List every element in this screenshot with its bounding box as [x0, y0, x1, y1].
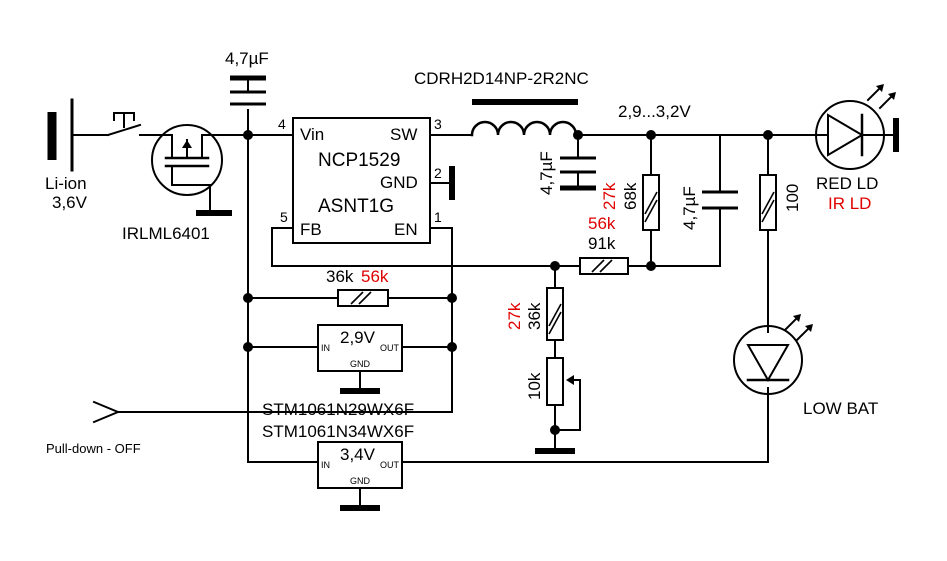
pin-fb-label: FB: [300, 220, 322, 239]
battery-voltage: 3,6V: [52, 193, 88, 212]
pin-sw-label: SW: [390, 125, 417, 144]
low-bat-label: LOW BAT: [803, 399, 878, 418]
mosfet: IRLML6401: [122, 124, 232, 243]
feedback-resistor-series-value: 91k: [588, 234, 616, 253]
low-bat-led: LOW BAT: [733, 314, 878, 418]
feedback-resistor-top-value: 68k: [621, 182, 640, 210]
feedback-resistor-top-alt: 27k: [600, 182, 619, 210]
inductor-part: CDRH2D14NP-2R2NC: [414, 69, 589, 88]
supervisor-29v-out: OUT: [380, 343, 400, 353]
led-resistor-value: 100: [783, 184, 802, 212]
output-capacitor-1: 4,7µF: [537, 151, 596, 195]
pin-en-label: EN: [394, 220, 418, 239]
pin-en-number: 1: [434, 209, 442, 225]
wiring: [81, 109, 896, 463]
pin-sw-number: 3: [434, 116, 442, 132]
laser-label: RED LD: [816, 174, 878, 193]
regulator-part-line1: NCP1529: [318, 150, 400, 171]
pull-down-label: Pull-down - OFF: [46, 441, 141, 456]
output-capacitor-2: 4,7µF: [680, 186, 738, 230]
junctions: [243, 130, 773, 435]
pin-fb-number: 5: [280, 209, 288, 225]
input-capacitor: 4,7µF: [225, 49, 269, 106]
trimmer: 10k: [525, 357, 575, 454]
input-capacitor-value: 4,7µF: [225, 49, 269, 68]
pin-gnd-label: GND: [380, 173, 418, 192]
output-capacitor-2-value: 4,7µF: [680, 186, 699, 230]
supervisor-29v-part: STM1061N29WX6F: [262, 400, 414, 419]
en-resistor: 36k 56k: [326, 267, 389, 307]
battery: Li-ion 3,6V: [45, 98, 88, 212]
regulator-part-line2: ASNT1G: [318, 196, 394, 217]
feedback-resistor-lower-value: 36k: [525, 302, 544, 330]
supervisor-34v-part: STM1061N34WX6F: [262, 422, 414, 441]
pin-vin-label: Vin: [300, 125, 324, 144]
pin-gnd-number: 2: [434, 165, 442, 181]
output-voltage-label: 2,9...3,2V: [618, 102, 691, 121]
pin-vin-number: 4: [278, 116, 286, 132]
supervisor-34v-gnd: GND: [350, 476, 371, 486]
feedback-resistor-top: 68k 27k: [600, 174, 660, 231]
battery-type: Li-ion: [45, 174, 87, 193]
supervisor-29v-gnd: GND: [350, 359, 371, 369]
supervisor-29v: 2,9V IN OUT GND STM1061N29WX6F: [262, 324, 414, 419]
supervisor-34v-in: IN: [321, 460, 330, 470]
feedback-resistor-lower: 36k 27k: [505, 287, 564, 341]
laser-alt-label: IR LD: [828, 194, 871, 213]
supervisor-34v: STM1061N34WX6F 3,4V IN OUT GND: [262, 422, 414, 511]
supervisor-29v-in: IN: [321, 343, 330, 353]
feedback-resistor-lower-alt: 27k: [505, 302, 524, 330]
led-resistor: 100: [759, 174, 802, 231]
trimmer-value: 10k: [525, 372, 544, 400]
feedback-resistor-series: 91k 56k: [579, 214, 629, 275]
pull-down-input: Pull-down - OFF: [46, 400, 141, 456]
mosfet-part: IRLML6401: [122, 224, 210, 243]
output-capacitor-1-value: 4,7µF: [537, 151, 556, 195]
feedback-resistor-series-alt: 56k: [588, 214, 616, 233]
regulator-ic: Vin SW GND FB EN NCP1529 ASNT1G 4 3 2 5 …: [278, 116, 455, 244]
supervisor-34v-threshold: 3,4V: [340, 445, 376, 464]
pushbutton-switch: [106, 112, 142, 137]
supervisor-29v-threshold: 2,9V: [340, 328, 376, 347]
inductor: CDRH2D14NP-2R2NC: [414, 69, 589, 137]
en-resistor-value: 36k: [326, 267, 354, 286]
supervisor-34v-out: OUT: [380, 460, 400, 470]
en-resistor-alt: 56k: [361, 267, 389, 286]
laser-diode: RED LD IR LD: [815, 84, 899, 213]
